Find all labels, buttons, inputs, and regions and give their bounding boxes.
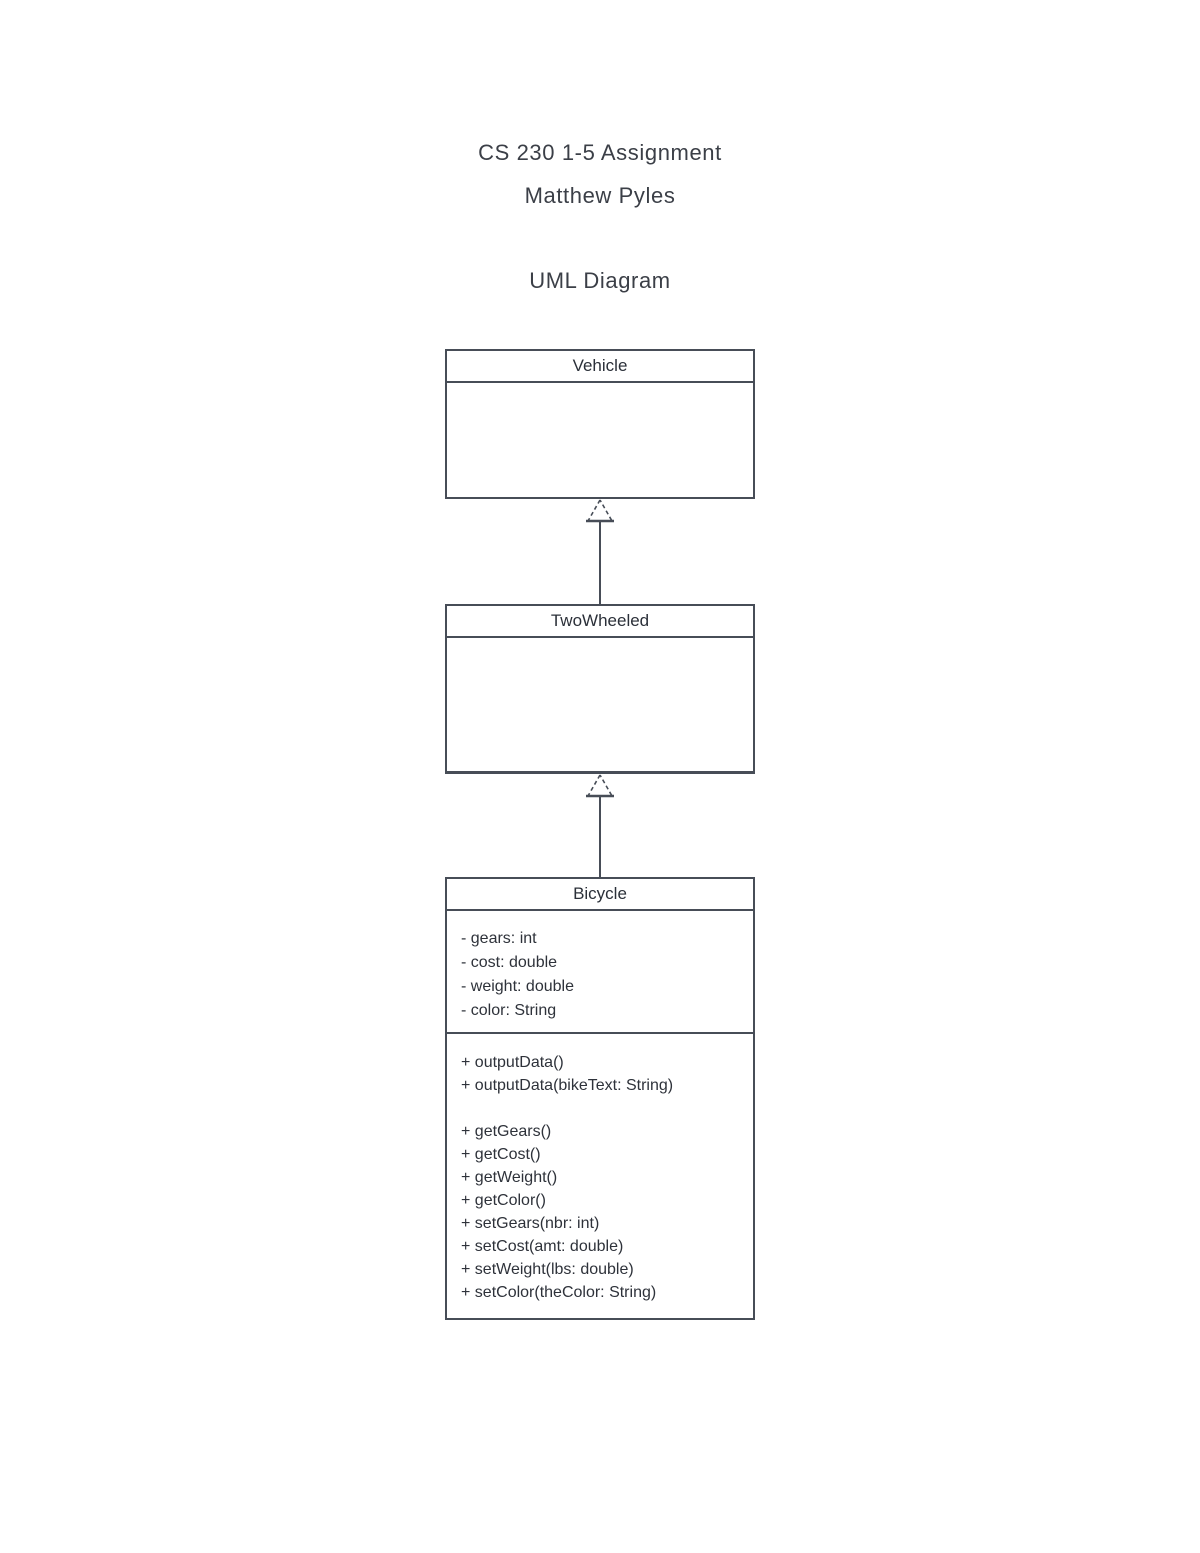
uml-class-bicycle: Bicycle - gears: int - cost: double - we… [445,877,755,1320]
uml-attribute: - gears: int [461,930,537,947]
page-title: CS 230 1-5 Assignment [478,140,722,165]
uml-method: + getColor() [461,1192,546,1209]
uml-class-name-vehicle: Vehicle [447,351,753,383]
uml-method: + setWeight(lbs: double) [461,1261,634,1278]
uml-method: + setColor(theColor: String) [461,1284,657,1301]
uml-method: + outputData() [461,1054,564,1071]
uml-method: + getWeight() [461,1169,558,1186]
uml-method: + setGears(nbr: int) [461,1215,600,1232]
uml-class-twowheeled: TwoWheeled [445,604,755,774]
section-heading: UML Diagram [529,268,671,293]
uml-class-name-bicycle: Bicycle [447,879,753,911]
uml-method: + setCost(amt: double) [461,1238,624,1255]
generalization-arrow-icon [586,499,614,604]
uml-method: + getCost() [461,1146,541,1163]
uml-class-vehicle: Vehicle [445,349,755,499]
uml-attribute: - cost: double [461,954,558,971]
uml-method: + getGears() [461,1123,552,1140]
author-name: Matthew Pyles [524,183,676,208]
uml-method: + outputData(bikeText: String) [461,1077,674,1094]
uml-attribute: - color: String [461,1002,557,1019]
uml-methods-compartment: + outputData() + outputData(bikeText: St… [447,1034,753,1304]
uml-attributes-compartment: - gears: int - cost: double - weight: do… [447,911,753,1034]
uml-attribute: - weight: double [461,978,574,995]
uml-class-name-twowheeled: TwoWheeled [447,606,753,638]
generalization-arrow-icon [586,774,614,877]
uml-method-spacer [461,1097,743,1120]
